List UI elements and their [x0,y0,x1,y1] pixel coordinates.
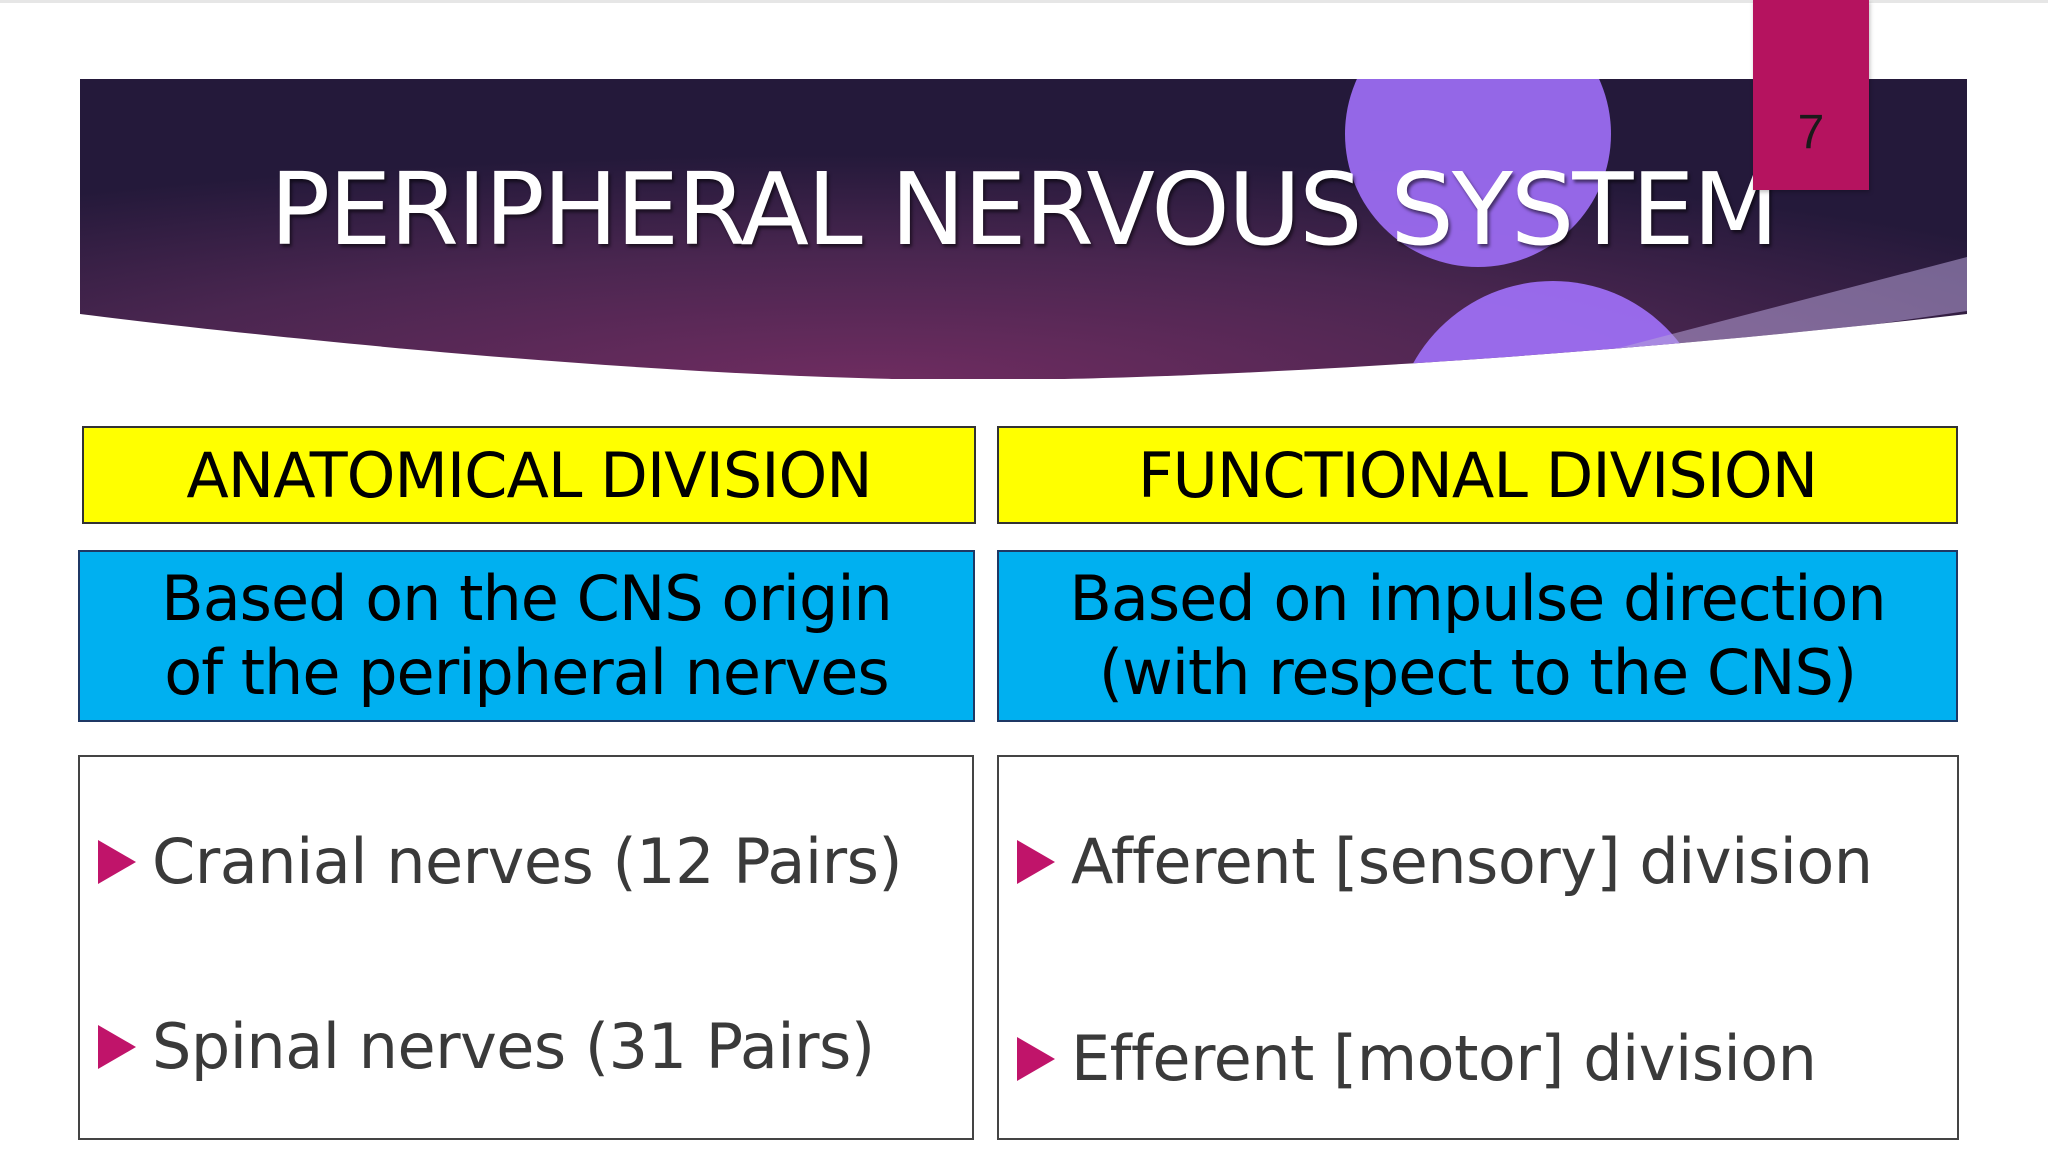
functional-description: Based on impulse direction (with respect… [997,550,1958,722]
title-banner [80,79,1967,379]
right-triangle-bullet-icon [1017,839,1055,884]
right-triangle-bullet-icon [98,1024,136,1069]
list-item-text: Spinal nerves (31 Pairs) [152,1010,875,1083]
list-item-text: Efferent [motor] division [1071,1022,1817,1095]
functional-description-line-2: (with respect to the CNS) [1098,636,1857,709]
anatomical-bullet-box: Cranial nerves (12 Pairs) Spinal nerves … [78,755,974,1140]
decor-circle-top [1345,79,1611,267]
functional-division-heading: FUNCTIONAL DIVISION [997,426,1958,524]
slide-number-tab: 7 [1753,0,1869,190]
list-item-text: Cranial nerves (12 Pairs) [152,825,903,898]
slide-number: 7 [1797,106,1825,159]
right-triangle-bullet-icon [98,839,136,884]
anatomical-description: Based on the CNS origin of the periphera… [78,550,975,722]
list-item: Cranial nerves (12 Pairs) [98,825,903,898]
functional-bullet-box: Afferent [sensory] division Efferent [mo… [997,755,1959,1140]
functional-description-line-1: Based on impulse direction [1069,562,1886,635]
right-triangle-bullet-icon [1017,1036,1055,1081]
list-item-text: Afferent [sensory] division [1071,825,1873,898]
list-item: Afferent [sensory] division [1017,825,1873,898]
list-item: Spinal nerves (31 Pairs) [98,1010,875,1083]
anatomical-description-line-1: Based on the CNS origin [161,562,893,635]
anatomical-division-heading: ANATOMICAL DIVISION [82,426,976,524]
anatomical-description-line-2: of the peripheral nerves [164,636,889,709]
list-item: Efferent [motor] division [1017,1022,1817,1095]
slide-title: PERIPHERAL NERVOUS SYSTEM [270,151,1779,268]
top-rule [0,0,2048,3]
